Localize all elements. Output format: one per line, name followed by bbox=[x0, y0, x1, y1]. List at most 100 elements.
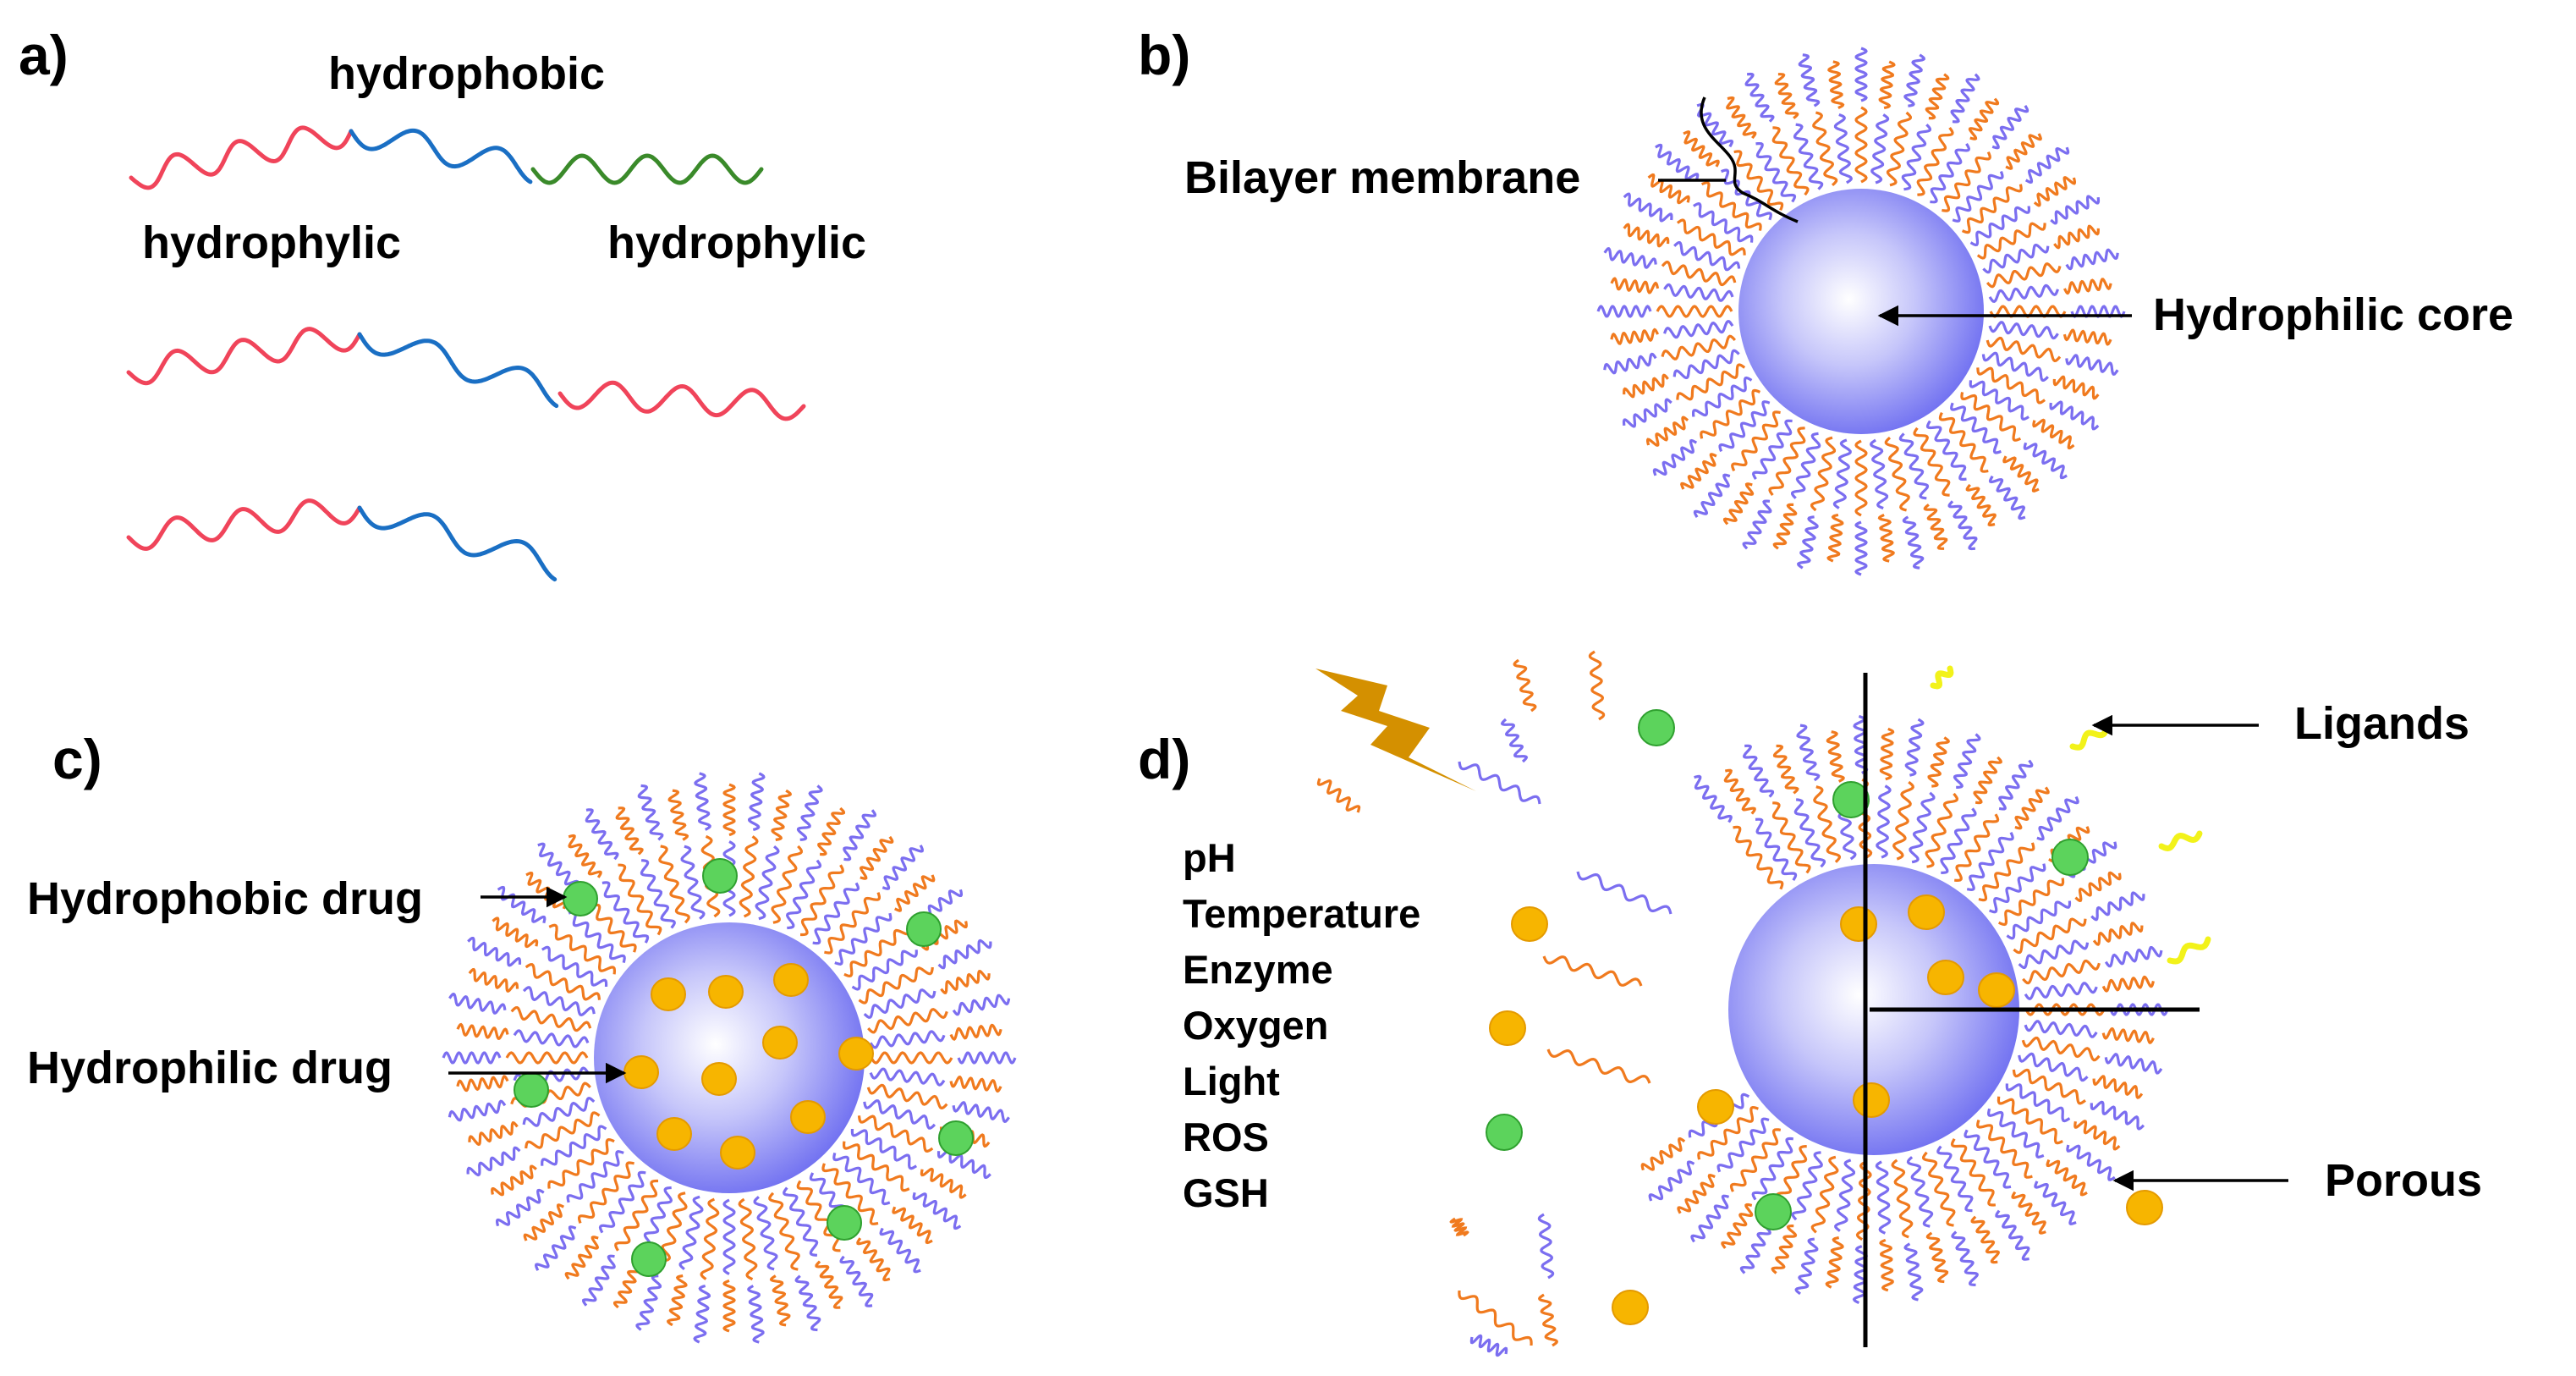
inner-tail bbox=[1966, 832, 2014, 892]
inner-tail bbox=[1697, 1105, 1759, 1160]
inner-tail bbox=[870, 1051, 953, 1065]
outer-tail bbox=[722, 1279, 736, 1333]
inner-tail bbox=[843, 927, 911, 978]
outer-tail bbox=[1742, 499, 1772, 550]
outer-tail bbox=[1693, 473, 1731, 518]
outer-tail bbox=[1683, 130, 1720, 168]
inner-tail bbox=[1997, 1096, 2063, 1145]
ligands-label: Ligands bbox=[2294, 698, 2469, 749]
inner-tail bbox=[578, 1161, 634, 1224]
inner-tail bbox=[1812, 111, 1838, 187]
hydrophilic-drug-particle bbox=[1840, 906, 1877, 942]
inner-tail bbox=[525, 1111, 601, 1149]
outer-tail bbox=[1903, 53, 1926, 107]
outer-tail bbox=[2066, 1144, 2116, 1181]
bilayer-membrane-label: Bilayer membrane bbox=[1184, 152, 1580, 203]
free-chain bbox=[1449, 1217, 1469, 1237]
hydrophobic-drug-particle bbox=[631, 1241, 667, 1277]
inner-tail bbox=[522, 986, 596, 1016]
outer-tail bbox=[859, 835, 894, 880]
outer-tail bbox=[1904, 718, 1925, 777]
inner-tail bbox=[2005, 1083, 2071, 1123]
inner-tail bbox=[1930, 143, 1971, 204]
outer-tail bbox=[1794, 1237, 1819, 1296]
outer-tail bbox=[2034, 1181, 2077, 1225]
outer-tail bbox=[693, 1284, 711, 1344]
inner-tail bbox=[1942, 151, 1991, 212]
free-chain bbox=[1542, 955, 1643, 987]
outer-tail bbox=[1772, 503, 1798, 550]
chain1-hydrophilic-segment-2 bbox=[530, 153, 764, 185]
inner-tail bbox=[2018, 1052, 2089, 1082]
hydrophilic-drug-particle bbox=[656, 1117, 692, 1151]
inner-tail bbox=[1986, 262, 2062, 289]
inner-tail bbox=[1964, 1129, 2012, 1189]
outer-tail bbox=[2104, 1053, 2163, 1075]
hydrophilic-core-label: Hydrophilic core bbox=[2153, 289, 2513, 340]
outer-tail bbox=[2011, 1191, 2046, 1235]
inner-tail bbox=[1870, 438, 1889, 510]
outer-tail bbox=[1902, 515, 1925, 570]
inner-tail bbox=[1913, 427, 1951, 497]
ligand bbox=[2167, 936, 2211, 965]
outer-tail bbox=[949, 1023, 1002, 1041]
outer-tail bbox=[496, 1188, 545, 1227]
outer-tail bbox=[1973, 756, 2002, 805]
outer-tail bbox=[1925, 1231, 1949, 1284]
panel-a-label: a) bbox=[19, 24, 69, 86]
inner-tail bbox=[851, 949, 918, 991]
micelle-b-core bbox=[1738, 189, 1984, 434]
outer-tail bbox=[525, 871, 567, 910]
outer-tail bbox=[1947, 500, 1978, 551]
outer-tail bbox=[2052, 375, 2100, 400]
outer-tail bbox=[894, 874, 936, 912]
outer-tail bbox=[1744, 72, 1775, 123]
outer-tail bbox=[635, 1274, 662, 1331]
outer-tail bbox=[1596, 305, 1652, 318]
outer-tail bbox=[1652, 438, 1698, 476]
outer-tail bbox=[1610, 327, 1660, 345]
inner-tail bbox=[1716, 1117, 1770, 1173]
outer-tail bbox=[2090, 1100, 2145, 1131]
inner-tail bbox=[1656, 305, 1733, 318]
outer-tail bbox=[2092, 1075, 2144, 1099]
inner-tail bbox=[1986, 1108, 2045, 1159]
hydrophilic-drug-particle bbox=[1511, 906, 1548, 942]
hydrophilic-drug-particle bbox=[773, 963, 809, 997]
outer-tail bbox=[1854, 520, 1868, 576]
inner-tail bbox=[1768, 427, 1806, 497]
inner-tail bbox=[1976, 366, 2046, 405]
outer-tail bbox=[815, 1260, 843, 1309]
inner-tail bbox=[843, 1141, 910, 1192]
inner-tail bbox=[2024, 1003, 2106, 1016]
stimulus-ros: ROS bbox=[1183, 1115, 1269, 1159]
inner-tail bbox=[1755, 817, 1798, 882]
chain3-hydrophilic-segment bbox=[126, 498, 362, 551]
inner-tail bbox=[755, 845, 780, 921]
inner-tail bbox=[1986, 336, 2062, 363]
inner-tail bbox=[1718, 400, 1771, 452]
stimulus-gsh: GSH bbox=[1183, 1170, 1269, 1215]
inner-tail bbox=[1954, 813, 2000, 883]
outer-tail bbox=[1677, 1173, 1716, 1214]
outer-tail bbox=[1622, 398, 1672, 428]
inner-tail bbox=[1969, 206, 2030, 247]
outer-tail bbox=[2050, 195, 2101, 225]
hydrophobic-drug-particle bbox=[1638, 709, 1675, 746]
inner-tail bbox=[541, 945, 608, 988]
outer-tail bbox=[2014, 786, 2050, 830]
hydrophylic-label-left: hydrophylic bbox=[142, 217, 401, 268]
outer-tail bbox=[2065, 248, 2119, 271]
outer-tail bbox=[1826, 513, 1844, 563]
outer-tail bbox=[492, 916, 539, 949]
inner-tail bbox=[1940, 807, 1977, 874]
outer-tail bbox=[1796, 515, 1819, 570]
outer-tail bbox=[1968, 97, 2000, 140]
outer-tail bbox=[936, 1148, 991, 1179]
inner-tail bbox=[1751, 419, 1793, 480]
lightning-icon bbox=[1315, 669, 1476, 791]
inner-tail bbox=[1793, 123, 1824, 190]
outer-tail bbox=[2036, 795, 2079, 841]
outer-tail bbox=[2073, 1120, 2121, 1151]
hydrophobic-drug-particle bbox=[827, 1205, 862, 1241]
